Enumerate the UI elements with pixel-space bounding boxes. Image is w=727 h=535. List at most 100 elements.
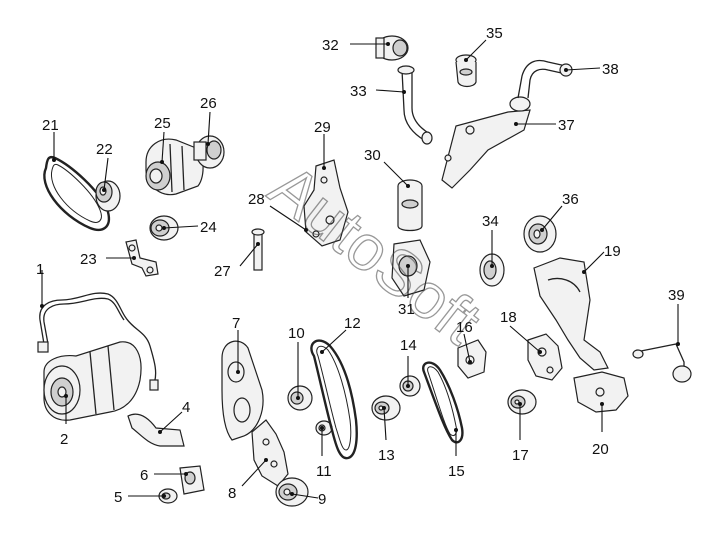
callout-number: 5 xyxy=(114,489,122,506)
part-27-bolt xyxy=(251,228,265,271)
callout-number: 13 xyxy=(378,447,395,464)
callout-number: 29 xyxy=(314,119,331,136)
part-17-pulley xyxy=(507,389,537,415)
callout-number: 20 xyxy=(592,441,609,458)
callout-4: 4 xyxy=(158,399,190,434)
callout-8: 8 xyxy=(228,458,268,502)
callout-number: 35 xyxy=(486,25,503,42)
callout-number: 15 xyxy=(448,463,465,480)
part-37-manifold xyxy=(441,96,531,189)
callout-number: 8 xyxy=(228,485,236,502)
callout-number: 23 xyxy=(80,251,97,268)
callout-27: 27 xyxy=(214,242,260,280)
callout-20: 20 xyxy=(592,402,609,458)
part-4-hose xyxy=(127,413,185,447)
callout-number: 28 xyxy=(248,191,265,208)
part-36-pulley xyxy=(523,215,557,253)
callout-16: 16 xyxy=(456,319,473,364)
callout-15: 15 xyxy=(448,428,465,480)
part-6-mount xyxy=(179,465,205,495)
part-30-housing xyxy=(397,179,423,232)
callout-32: 32 xyxy=(322,37,390,54)
callout-number: 7 xyxy=(232,315,240,332)
callout-31: 31 xyxy=(398,264,415,318)
part-26-coupling xyxy=(193,135,225,169)
callout-33: 33 xyxy=(350,83,406,100)
callout-26: 26 xyxy=(200,95,217,146)
part-16-bracket xyxy=(457,339,487,379)
callout-number: 6 xyxy=(140,467,148,484)
callout-number: 37 xyxy=(558,117,575,134)
callout-28: 28 xyxy=(248,191,308,232)
callout-number: 26 xyxy=(200,95,217,112)
callout-number: 16 xyxy=(456,319,473,336)
callout-13: 13 xyxy=(378,406,395,464)
part-39-tube xyxy=(632,343,692,383)
callout-21: 21 xyxy=(42,117,59,162)
callout-30: 30 xyxy=(364,147,410,188)
callout-number: 4 xyxy=(182,399,190,416)
part-8-tensioner-plate xyxy=(251,419,289,487)
callout-number: 19 xyxy=(604,243,621,260)
callout-25: 25 xyxy=(154,115,171,164)
callout-22: 22 xyxy=(96,141,113,192)
callout-17: 17 xyxy=(512,402,529,464)
callouts: 1 2 4 5 6 7 8 9 xyxy=(36,25,685,508)
part-1-wiring-harness xyxy=(37,292,159,391)
part-15-timing-belt xyxy=(422,361,464,444)
callout-number: 32 xyxy=(322,37,339,54)
part-22-pulley xyxy=(95,180,121,212)
part-21-drive-belt xyxy=(43,155,111,232)
callout-number: 34 xyxy=(482,213,499,230)
callout-number: 36 xyxy=(562,191,579,208)
callout-36: 36 xyxy=(540,191,579,232)
part-32-cap xyxy=(375,35,409,61)
callout-number: 27 xyxy=(214,263,231,280)
callout-number: 17 xyxy=(512,447,529,464)
callout-35: 35 xyxy=(464,25,503,62)
part-23-bracket xyxy=(125,239,159,277)
callout-number: 1 xyxy=(36,261,44,278)
callout-number: 22 xyxy=(96,141,113,158)
callout-number: 9 xyxy=(318,491,326,508)
part-38-pipe xyxy=(517,59,573,99)
callout-number: 18 xyxy=(500,309,517,326)
callout-number: 25 xyxy=(154,115,171,132)
callout-number: 38 xyxy=(602,61,619,78)
callout-12: 12 xyxy=(320,315,361,354)
callout-24: 24 xyxy=(162,219,217,236)
part-12-timing-belt xyxy=(310,339,358,460)
part-19-rear-cover xyxy=(533,257,609,371)
callout-number: 24 xyxy=(200,219,217,236)
callout-number: 39 xyxy=(668,287,685,304)
callout-6: 6 xyxy=(140,467,188,484)
callout-23: 23 xyxy=(80,251,136,268)
callout-14: 14 xyxy=(400,337,417,388)
part-35-sensor xyxy=(455,54,477,88)
part-33-pipe xyxy=(397,65,433,145)
callout-39: 39 xyxy=(668,287,685,346)
part-31-water-pump xyxy=(391,239,431,297)
callout-number: 30 xyxy=(364,147,381,164)
callout-number: 10 xyxy=(288,325,305,342)
callout-number: 21 xyxy=(42,117,59,134)
callout-10: 10 xyxy=(288,325,305,400)
callout-number: 12 xyxy=(344,315,361,332)
part-2-ac-compressor xyxy=(43,341,142,421)
callout-number: 31 xyxy=(398,301,415,318)
callout-number: 14 xyxy=(400,337,417,354)
callout-38: 38 xyxy=(564,61,619,78)
callout-34: 34 xyxy=(482,213,499,268)
callout-number: 2 xyxy=(60,431,68,448)
callout-1: 1 xyxy=(36,261,44,308)
callout-9: 9 xyxy=(290,491,326,508)
callout-2: 2 xyxy=(60,394,68,448)
callout-5: 5 xyxy=(114,489,166,506)
callout-19: 19 xyxy=(582,243,621,274)
callout-11: 11 xyxy=(316,426,332,480)
part-20-bracket xyxy=(573,371,629,413)
callout-18: 18 xyxy=(500,309,542,354)
part-18-tensioner xyxy=(527,333,563,381)
